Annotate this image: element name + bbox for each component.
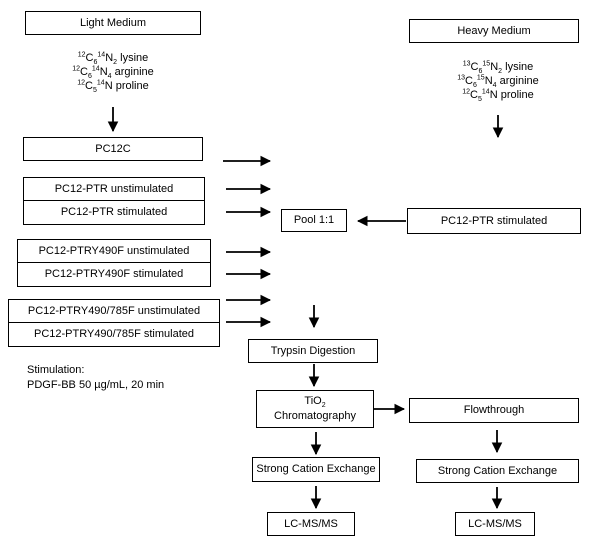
amino-acid-name: lysine (117, 52, 149, 64)
chromatography-text: Chromatography (274, 410, 356, 423)
trypsin-digestion-box: Trypsin Digestion (248, 339, 378, 363)
atom-count: 6 (87, 73, 92, 81)
atom-count: 6 (472, 82, 477, 90)
isotope-superscript: 15 (482, 60, 491, 68)
element-symbol: C (465, 75, 473, 87)
isotope-superscript: 14 (97, 51, 106, 59)
heavy-isotope-list: 13C615N2 lysine 13C615N4 arginine 12C514… (425, 60, 571, 104)
light-isotope-line: 12C514N proline (40, 79, 186, 95)
heavy-ptr-stimulated-box: PC12-PTR stimulated (407, 208, 581, 234)
amino-acid-name: lysine (502, 61, 534, 73)
pc12c-box: PC12C (23, 137, 203, 161)
tio2-text: TiO (304, 395, 322, 408)
flowthrough-label: Flowthrough (463, 404, 525, 417)
lcms-right-label: LC-MS/MS (468, 517, 522, 530)
ptry785f-stimulated-label: PC12-PTRY490/785F stimulated (34, 328, 194, 341)
ptry490f-stimulated-label: PC12-PTRY490F stimulated (44, 268, 184, 281)
ptr-stimulated-label: PC12-PTR stimulated (60, 206, 168, 219)
atom-count: 4 (107, 73, 112, 81)
isotope-superscript: 12 (77, 79, 86, 87)
element-symbol: N (484, 75, 493, 87)
ptr-unstimulated-box: PC12-PTR unstimulated (23, 177, 205, 201)
isotope-superscript: 15 (476, 74, 485, 82)
atom-count: 6 (478, 68, 483, 76)
ptr-unstimulated-label: PC12-PTR unstimulated (54, 182, 174, 195)
lcms-left-label: LC-MS/MS (284, 517, 338, 530)
heavy-ptr-stimulated-label: PC12-PTR stimulated (440, 214, 548, 227)
scx-left-box: Strong Cation Exchange (252, 457, 380, 482)
stimulation-note: Stimulation: PDGF-BB 50 µg/mL, 20 min (27, 363, 164, 393)
isotope-superscript: 14 (91, 65, 100, 73)
isotope-superscript: 13 (457, 74, 466, 82)
ptry490f-unstimulated-label: PC12-PTRY490F unstimulated (38, 244, 190, 257)
heavy-isotope-line: 12C514N proline (425, 88, 571, 104)
amino-acid-name: proline (112, 80, 149, 92)
atom-count: 6 (93, 59, 98, 67)
pc12c-label: PC12C (95, 142, 131, 155)
scx-left-label: Strong Cation Exchange (256, 463, 376, 476)
tio2-subscript: 2 (321, 402, 326, 410)
light-medium-box: Light Medium (25, 11, 201, 35)
amino-acid-name: arginine (496, 75, 539, 87)
lcms-right-box: LC-MS/MS (455, 512, 535, 536)
ptry785f-unstimulated-label: PC12-PTRY490/785F unstimulated (27, 304, 201, 317)
heavy-isotope-line: 13C615N4 arginine (425, 74, 571, 90)
heavy-isotope-line: 13C615N2 lysine (425, 60, 571, 76)
ptr-stimulated-box: PC12-PTR stimulated (23, 200, 205, 225)
element-symbol: C (80, 66, 88, 78)
ptry785f-unstimulated-box: PC12-PTRY490/785F unstimulated (8, 299, 220, 323)
atom-count: 2 (113, 59, 118, 67)
stimulation-detail: PDGF-BB 50 µg/mL, 20 min (27, 379, 165, 391)
isotope-superscript: 13 (462, 60, 471, 68)
heavy-medium-box: Heavy Medium (409, 19, 579, 43)
pool-box: Pool 1:1 (281, 209, 347, 232)
tio2-chromatography-box: TiO2 Chromatography (256, 390, 374, 428)
scx-right-box: Strong Cation Exchange (416, 459, 579, 483)
light-isotope-line: 12C614N2 lysine (40, 51, 186, 67)
light-isotope-line: 12C614N4 arginine (40, 65, 186, 81)
isotope-superscript: 12 (72, 65, 81, 73)
element-symbol: N (104, 80, 113, 92)
amino-acid-name: proline (497, 89, 534, 101)
atom-count: 2 (498, 68, 503, 76)
element-symbol: C (85, 80, 93, 92)
ptry490f-stimulated-box: PC12-PTRY490F stimulated (17, 262, 211, 287)
lcms-left-box: LC-MS/MS (267, 512, 355, 536)
element-symbol: N (490, 61, 499, 73)
stimulation-heading: Stimulation: (27, 364, 85, 376)
atom-count: 4 (492, 82, 497, 90)
scx-right-label: Strong Cation Exchange (437, 464, 558, 477)
element-symbol: C (470, 61, 479, 73)
ptry490f-unstimulated-box: PC12-PTRY490F unstimulated (17, 239, 211, 263)
pool-label: Pool 1:1 (293, 214, 335, 227)
isotope-superscript: 12 (77, 51, 86, 59)
element-symbol: N (105, 52, 114, 64)
isotope-superscript: 14 (96, 79, 105, 87)
element-symbol: C (470, 89, 478, 101)
flowthrough-box: Flowthrough (409, 398, 579, 423)
heavy-medium-label: Heavy Medium (457, 24, 531, 37)
light-medium-label: Light Medium (79, 16, 147, 29)
isotope-superscript: 12 (462, 88, 471, 96)
trypsin-digestion-label: Trypsin Digestion (270, 344, 356, 357)
atom-count: 5 (93, 87, 97, 95)
ptry785f-stimulated-box: PC12-PTRY490/785F stimulated (8, 322, 220, 347)
atom-count: 5 (478, 96, 482, 104)
element-symbol: C (85, 52, 94, 64)
light-isotope-list: 12C614N2 lysine 12C614N4 arginine 12C514… (40, 51, 186, 95)
element-symbol: N (489, 89, 498, 101)
isotope-superscript: 14 (481, 88, 490, 96)
element-symbol: N (99, 66, 108, 78)
amino-acid-name: arginine (111, 66, 154, 78)
tio2-chromatography-label: TiO2 Chromatography (274, 395, 356, 423)
